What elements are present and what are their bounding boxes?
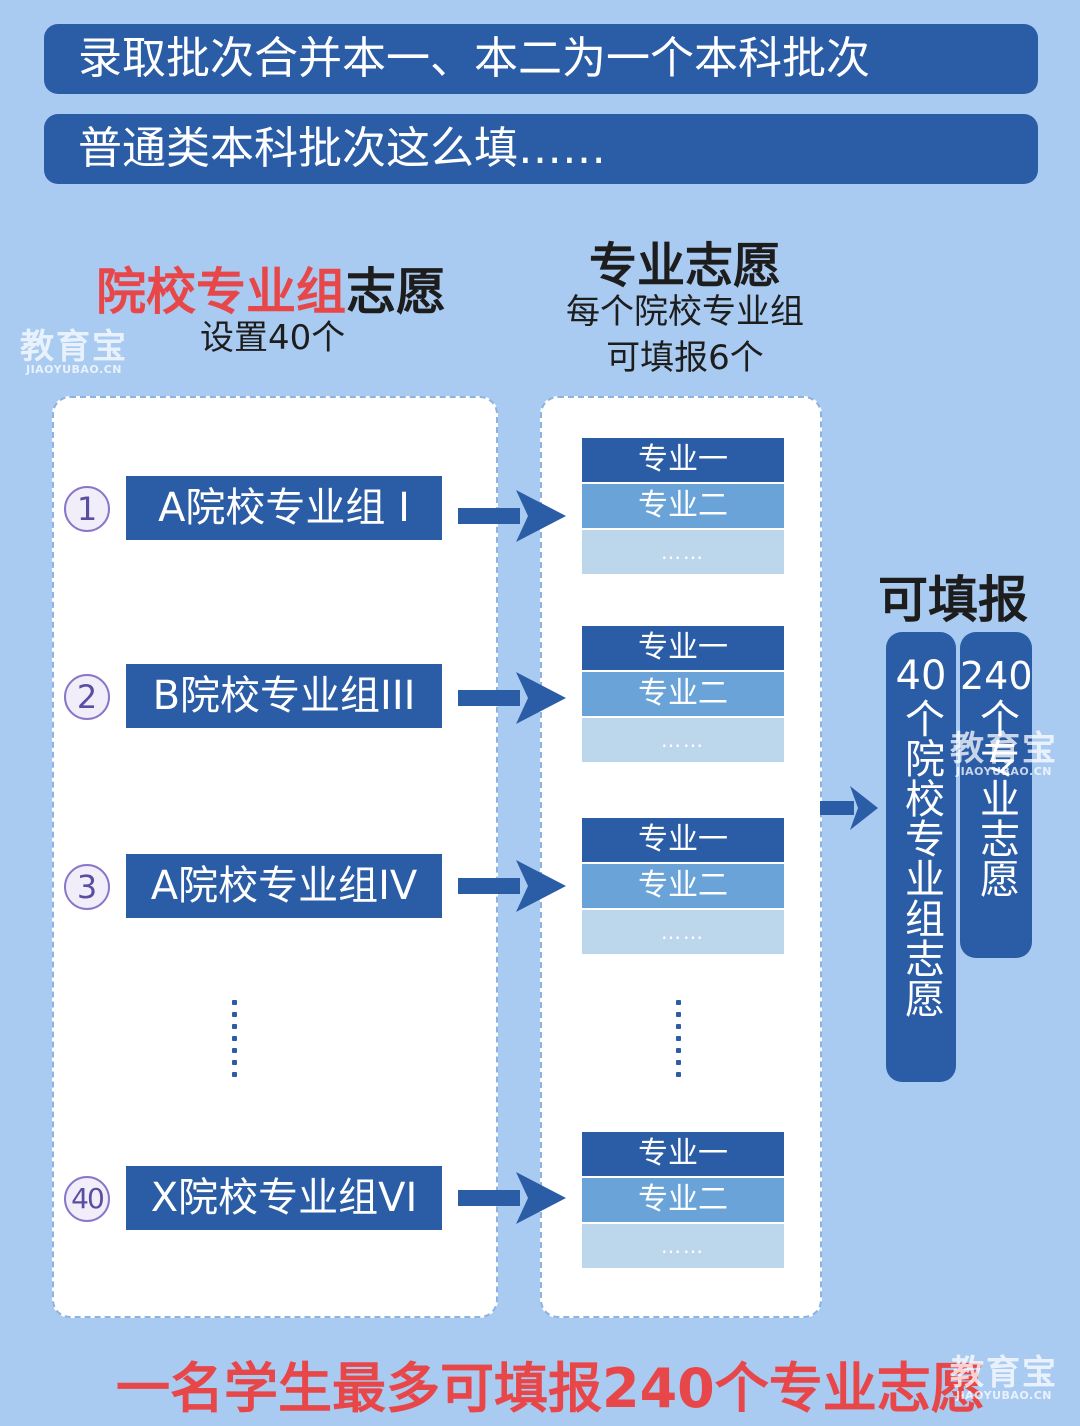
arrow-right-icon bbox=[458, 490, 566, 542]
number-badge: 40 bbox=[64, 1176, 110, 1222]
major-row-second: 专业二 bbox=[582, 864, 784, 908]
major-row-second: 专业二 bbox=[582, 484, 784, 528]
school-group-item: B院校专业组III bbox=[126, 664, 442, 728]
major-row-first: 专业一 bbox=[582, 626, 784, 670]
major-row-more: …… bbox=[582, 1224, 784, 1268]
total-groups-pill: 40 个院校专业组志愿 bbox=[886, 632, 956, 1082]
major-stack: 专业一 专业二 …… bbox=[582, 1132, 784, 1268]
watermark-domain: JIAOYUBAO.CN bbox=[25, 363, 123, 376]
watermark-domain: JIAOYUBAO.CN bbox=[955, 1389, 1053, 1402]
banner-batch-merge: 录取批次合并本一、本二为一个本科批次 bbox=[44, 24, 1038, 94]
total-groups-number: 40 bbox=[895, 653, 947, 699]
major-row-more: …… bbox=[582, 718, 784, 762]
school-group-item: A院校专业组IV bbox=[126, 854, 442, 918]
heading-groups-red: 院校专业组 bbox=[96, 263, 346, 321]
arrow-right-icon bbox=[820, 786, 878, 830]
watermark-brand: 教育宝 bbox=[20, 327, 128, 367]
major-row-first: 专业一 bbox=[582, 438, 784, 482]
subheading-groups-count: 设置40个 bbox=[200, 318, 346, 358]
total-majors-text: 个专业志愿 bbox=[973, 698, 1019, 898]
school-group-item: A院校专业组 I bbox=[126, 476, 442, 540]
major-row-more: …… bbox=[582, 910, 784, 954]
total-majors-pill: 240 个专业志愿 bbox=[960, 632, 1033, 958]
total-groups-text: 个院校专业组志愿 bbox=[898, 698, 944, 1018]
arrow-right-icon bbox=[458, 860, 566, 912]
subheading-majors-line2: 可填报6个 bbox=[606, 338, 764, 378]
footer-summary: 一名学生最多可填报240个专业志愿 bbox=[116, 1357, 985, 1420]
number-badge: 3 bbox=[64, 864, 110, 910]
banner-how-to-fill: 普通类本科批次这么填…… bbox=[44, 114, 1038, 184]
watermark-logo: 教育宝 JIAOYUBAO.CN bbox=[950, 1356, 1058, 1401]
major-stack: 专业一 专业二 …… bbox=[582, 818, 784, 954]
watermark-logo: 教育宝 JIAOYUBAO.CN bbox=[950, 732, 1058, 777]
heading-majors: 专业志愿 bbox=[588, 238, 781, 294]
number-badge: 2 bbox=[64, 674, 110, 720]
watermark-brand: 教育宝 bbox=[950, 729, 1058, 769]
major-stack: 专业一 专业二 …… bbox=[582, 438, 784, 574]
arrow-right-icon bbox=[458, 1172, 566, 1224]
watermark-domain: JIAOYUBAO.CN bbox=[955, 765, 1053, 778]
school-group-item: X院校专业组VI bbox=[126, 1166, 442, 1230]
arrow-right-icon bbox=[458, 672, 566, 724]
heading-groups-dark: 志愿 bbox=[346, 263, 446, 321]
vertical-ellipsis-icon bbox=[676, 1000, 686, 1084]
major-row-second: 专业二 bbox=[582, 672, 784, 716]
major-row-first: 专业一 bbox=[582, 818, 784, 862]
major-row-second: 专业二 bbox=[582, 1178, 784, 1222]
total-majors-number: 240 bbox=[960, 654, 1033, 698]
major-row-first: 专业一 bbox=[582, 1132, 784, 1176]
vertical-ellipsis-icon bbox=[232, 1000, 242, 1084]
heading-groups: 院校专业组志愿 bbox=[96, 252, 446, 324]
major-row-more: …… bbox=[582, 530, 784, 574]
subheading-majors-line1: 每个院校专业组 bbox=[566, 292, 804, 332]
watermark-brand: 教育宝 bbox=[950, 1353, 1058, 1393]
right-title: 可填报 bbox=[878, 571, 1028, 629]
major-stack: 专业一 专业二 …… bbox=[582, 626, 784, 762]
number-badge: 1 bbox=[64, 486, 110, 532]
watermark-logo: 教育宝 JIAOYUBAO.CN bbox=[20, 330, 128, 375]
